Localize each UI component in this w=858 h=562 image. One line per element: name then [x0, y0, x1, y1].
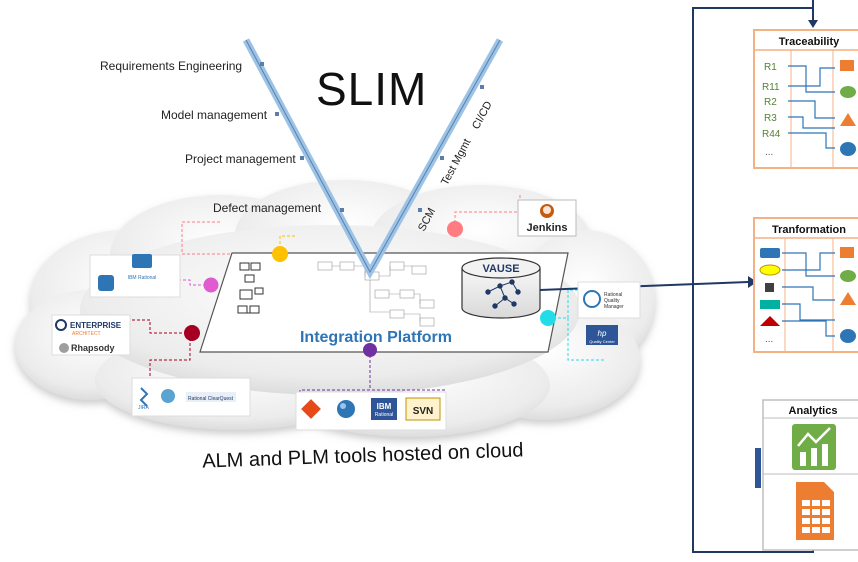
- hp-icon: [586, 325, 618, 345]
- rqm-line2: Quality: [604, 298, 620, 304]
- node-cyan: [540, 310, 556, 326]
- svn-icon: [405, 397, 441, 421]
- rhapsody-label: Rhapsody: [71, 343, 115, 353]
- spreadsheet-icon: [796, 482, 834, 540]
- trace-row-r1: R1: [764, 62, 777, 73]
- hp-label: hp: [598, 329, 607, 338]
- tool-box-scm: [295, 391, 447, 431]
- integration-platform-label: Integration Platform: [300, 329, 452, 346]
- network-graph-icon: [485, 279, 521, 309]
- jira-icon: [139, 387, 149, 407]
- label-project-management: Project management: [185, 152, 296, 166]
- cicd-label: CI/CD: [470, 99, 495, 131]
- model-tools-icon: [237, 262, 264, 314]
- red-triangle-icon: [760, 316, 780, 326]
- rqm-icon: [583, 290, 601, 308]
- rhapsody-icon: [59, 343, 69, 353]
- cloud-caption: ALM and PLM tools hosted on cloud: [202, 439, 524, 472]
- orange-square-icon: [840, 60, 854, 71]
- slim-title: SLIM: [316, 63, 428, 115]
- vause-database: [461, 257, 541, 319]
- rational-icon: [98, 275, 114, 291]
- transformation-title: Tranformation: [772, 224, 846, 236]
- label-requirements-engineering: Requirements Engineering: [100, 59, 243, 73]
- node-yellow: [272, 246, 288, 262]
- clearquest-icon: [186, 392, 236, 402]
- jenkins-label: Jenkins: [527, 222, 568, 234]
- top-arrowhead: [808, 20, 818, 28]
- yellow-ellipse-icon: [759, 264, 781, 276]
- sphere-icon: [337, 400, 355, 418]
- trace-row-r44: R44: [762, 129, 781, 140]
- node-magenta: [203, 277, 219, 293]
- chart-growth-icon: [792, 424, 836, 470]
- rqm-line3: Manager: [604, 304, 624, 310]
- architect-label: ARCHITECT: [72, 331, 101, 337]
- tool-box-quality: [577, 281, 641, 345]
- ibm-label: IBM: [377, 402, 392, 411]
- quality-center-label: Quality Center: [589, 339, 615, 344]
- tool-box-ibm-rational: [89, 254, 181, 298]
- rqm-line1: Rational: [604, 292, 622, 298]
- ibm-rational-icon: [371, 398, 397, 420]
- analytics-title: Analytics: [789, 405, 838, 417]
- node-purple: [363, 343, 377, 357]
- orange-triangle-icon: [840, 113, 856, 126]
- label-model-management: Model management: [161, 108, 268, 122]
- teal-block-icon: [760, 300, 780, 309]
- enterprise-label: ENTERPRISE: [70, 321, 122, 330]
- clearquest-label: Rational ClearQuest: [188, 396, 234, 402]
- globe-icon: [161, 389, 175, 403]
- node-darkred: [184, 325, 200, 341]
- analytics-panel: [755, 399, 858, 551]
- trace-row-r3: R3: [764, 113, 777, 124]
- funnel-ticks: [260, 62, 484, 212]
- transformation-panel: [753, 217, 858, 353]
- tool-box-enterprise-architect: [51, 314, 131, 356]
- vause-arrowhead: [748, 276, 757, 288]
- transformation-more: ...: [765, 334, 773, 345]
- svn-label: SVN: [413, 406, 434, 417]
- vause-label: VAUSE: [482, 263, 519, 275]
- ea-icon: [55, 319, 67, 331]
- tool-box-jenkins: [517, 199, 577, 237]
- vause-to-panel-arrow: [539, 281, 749, 291]
- trace-row-r2: R2: [764, 97, 777, 108]
- label-defect-management: Defect management: [213, 201, 322, 215]
- rational-label: Rational: [375, 412, 393, 418]
- traceability-title: Traceability: [779, 36, 840, 48]
- trace-row-more: ...: [765, 147, 773, 158]
- slim-funnel: [242, 38, 504, 280]
- git-icon: [301, 399, 321, 419]
- blue-ellipse-icon: [840, 142, 856, 156]
- dark-square-icon: [765, 283, 774, 292]
- traceability-panel: [753, 29, 858, 169]
- tool-box-alm: [131, 377, 251, 417]
- node-pink: [447, 221, 463, 237]
- blue-block-icon: [760, 248, 780, 258]
- ibm-rational-label: IBM Rational: [128, 275, 157, 281]
- trace-row-r11: R11: [762, 82, 780, 93]
- jira-label: JIRA: [138, 405, 150, 411]
- green-ellipse-icon: [840, 86, 856, 98]
